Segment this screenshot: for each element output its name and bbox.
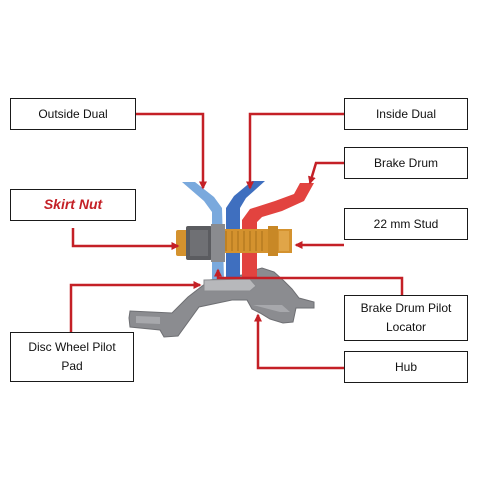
label-stud: 22 mm Stud [344, 208, 468, 240]
label-hub: Hub [344, 351, 468, 383]
arrow-disc-wheel-pilot [69, 281, 202, 332]
label-disc-wheel-pilot-pad: Disc Wheel Pilot Pad [10, 332, 134, 382]
disc-wheel-pilot-pad [203, 278, 257, 292]
arrow-drum-pilot [214, 268, 404, 302]
label-disc-wheel-pilot-line2: Pad [61, 359, 83, 373]
inside-dual-wheel [226, 181, 265, 279]
label-skirt-nut: Skirt Nut [10, 189, 136, 221]
label-disc-wheel-pilot-line1: Disc Wheel Pilot [28, 340, 116, 355]
label-brake-drum-pilot-locator: Brake Drum Pilot Locator [344, 295, 468, 341]
label-inside-dual: Inside Dual [344, 98, 468, 130]
label-brake-drum-pilot-line1: Brake Drum Pilot [360, 301, 452, 316]
arrow-inside-dual [246, 112, 344, 190]
leader-arrows [69, 112, 404, 370]
label-outside-dual: Outside Dual [10, 98, 136, 130]
skirt-nut [176, 224, 225, 262]
label-brake-drum: Brake Drum [344, 147, 468, 179]
arrow-brake-drum [308, 161, 344, 185]
arrow-hub [254, 313, 344, 370]
arrow-outside-dual [136, 112, 207, 190]
hub-casting [128, 267, 315, 338]
brake-drum [242, 183, 314, 278]
label-brake-drum-pilot-line2: Locator [385, 320, 427, 334]
arrow-skirt-nut [71, 228, 180, 250]
